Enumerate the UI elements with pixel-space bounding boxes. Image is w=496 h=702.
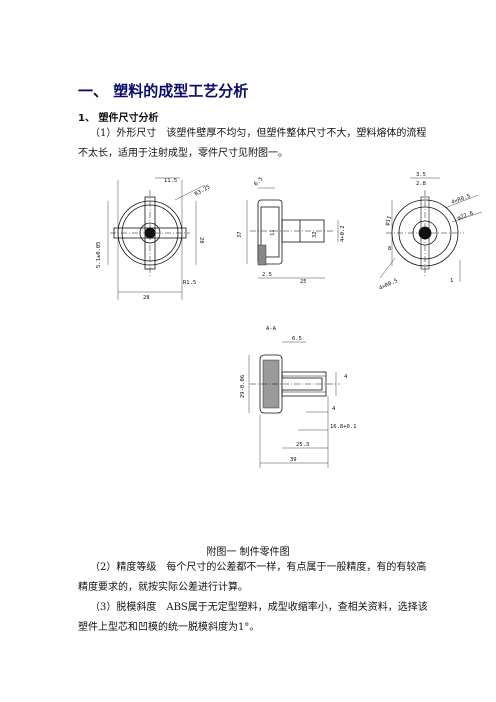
front-dim-bottom-right: R1.5 (183, 280, 196, 286)
side-dim-top: 6.5 (253, 176, 264, 187)
rear-dim-b1: 4×R0.5 (378, 278, 399, 292)
paragraph3-line1: （3）脱模斜度 ABS属于无定型塑料，成型收缩率小，查相关资料，选择该 (90, 602, 428, 613)
front-dim-right: 28 (198, 237, 204, 244)
rear-dim-l2: 8 (388, 246, 391, 252)
rear-view (379, 177, 483, 282)
rear-dim-r1: 4×R0.5 (451, 193, 472, 205)
rear-dim-t1: 3.5 (416, 172, 426, 178)
side-dim-inner: 11 (270, 229, 276, 236)
subsection-heading: 1、 塑件尺寸分析 (78, 113, 159, 124)
front-view (107, 177, 206, 300)
paragraph3-line2: 塑件上型芯和凹模的统一脱模斜度为1°。 (78, 622, 260, 633)
section-heading: 一、 塑料的成型工艺分析 (78, 82, 249, 100)
section-dim-d1: 6.5 (292, 336, 302, 342)
side-dim-shaft: 32 (312, 231, 318, 238)
side-dim-right: 4+0.2 (340, 225, 346, 242)
section-dim-d2: 4 (332, 406, 336, 412)
section-dim-d4: 25.3 (296, 442, 309, 448)
rear-dim-r2: φ22.6 (457, 211, 475, 222)
section-dim-d3: 16.8+0.1 (330, 424, 357, 430)
section-dim-right1: 4 (344, 374, 348, 380)
paragraph1-line1: （1）外形尺寸 该塑件壁厚不均匀，但塑件整体尺寸不大，塑料熔体的流程 (90, 128, 427, 139)
rear-dim-t2: 2.8 (416, 181, 426, 187)
section-dim-left: 29-0.06 (240, 375, 246, 398)
rear-dim-l1: φ11 (384, 215, 393, 226)
side-view (246, 187, 339, 279)
section-view (248, 341, 340, 468)
side-dim-left: 37 (237, 231, 243, 238)
side-dim-bottom2: 25 (300, 279, 307, 285)
side-dim-bottom: 2.5 (262, 272, 272, 278)
figure-caption: 附图一 制件零件图 (206, 547, 290, 558)
paragraph2-line2: 精度要求的，就按实际公差进行计算。 (78, 582, 248, 593)
front-dim-top: 11.5 (164, 178, 177, 184)
rear-dim-b2: 1 (450, 278, 453, 284)
paragraph1-line2: 不太长，适用于注射成型，零件尺寸见附图一。 (78, 148, 288, 159)
front-dim-bottom-left: 5.1±0.05 (96, 242, 102, 269)
paragraph2-line1: （2）精度等级 每个尺寸的公差都不一样，有点属于一般精度，有的有较高 (90, 562, 427, 573)
section-title: A-A (266, 326, 277, 332)
front-dim-bottom: 28 (143, 295, 150, 301)
section-dim-d5: 39 (290, 457, 297, 463)
